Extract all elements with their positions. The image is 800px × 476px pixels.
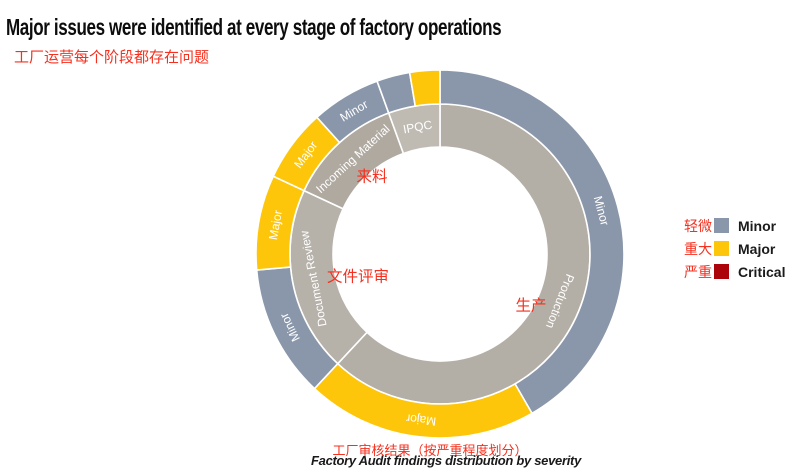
- inner-label-ipqc: IPQC: [402, 117, 434, 136]
- legend-critical-zh: 严重: [684, 263, 712, 280]
- legend-minor-zh: 轻微: [684, 217, 712, 234]
- legend-minor-label: Minor: [738, 217, 777, 234]
- chart-caption-chinese: 工厂审核结果（按严重程度划分）: [332, 443, 528, 458]
- stage-annotation-zh: 生产: [515, 297, 546, 315]
- page-title: Major issues were identified at every st…: [6, 14, 502, 40]
- chart-caption-english: Factory Audit findings distribution by s…: [310, 453, 582, 468]
- legend-critical-label: Critical: [738, 263, 786, 280]
- legend-critical-swatch: [714, 264, 729, 279]
- outer-label-production-major: Major: [405, 411, 436, 428]
- legend-major-swatch: [714, 241, 729, 256]
- legend-minor-swatch: [714, 218, 729, 233]
- severity-legend: 轻微 Minor 重大 Major 严重 Critical: [684, 218, 785, 287]
- legend-item-major: 重大 Major: [684, 240, 785, 257]
- legend-major-zh: 重大: [684, 240, 712, 257]
- legend-item-minor: 轻微 Minor: [684, 217, 785, 234]
- stage-annotation-zh: 文件评审: [327, 268, 389, 286]
- legend-item-critical: 严重 Critical: [684, 263, 786, 280]
- outer-label-document-review-major: Major: [266, 209, 285, 241]
- legend-major-label: Major: [738, 240, 776, 257]
- outer-segment-ipqc-major: [408, 69, 441, 107]
- page-subtitle-chinese: 工厂运营每个阶段都存在问题: [14, 49, 210, 66]
- stage-annotation-zh: 来料: [356, 168, 387, 186]
